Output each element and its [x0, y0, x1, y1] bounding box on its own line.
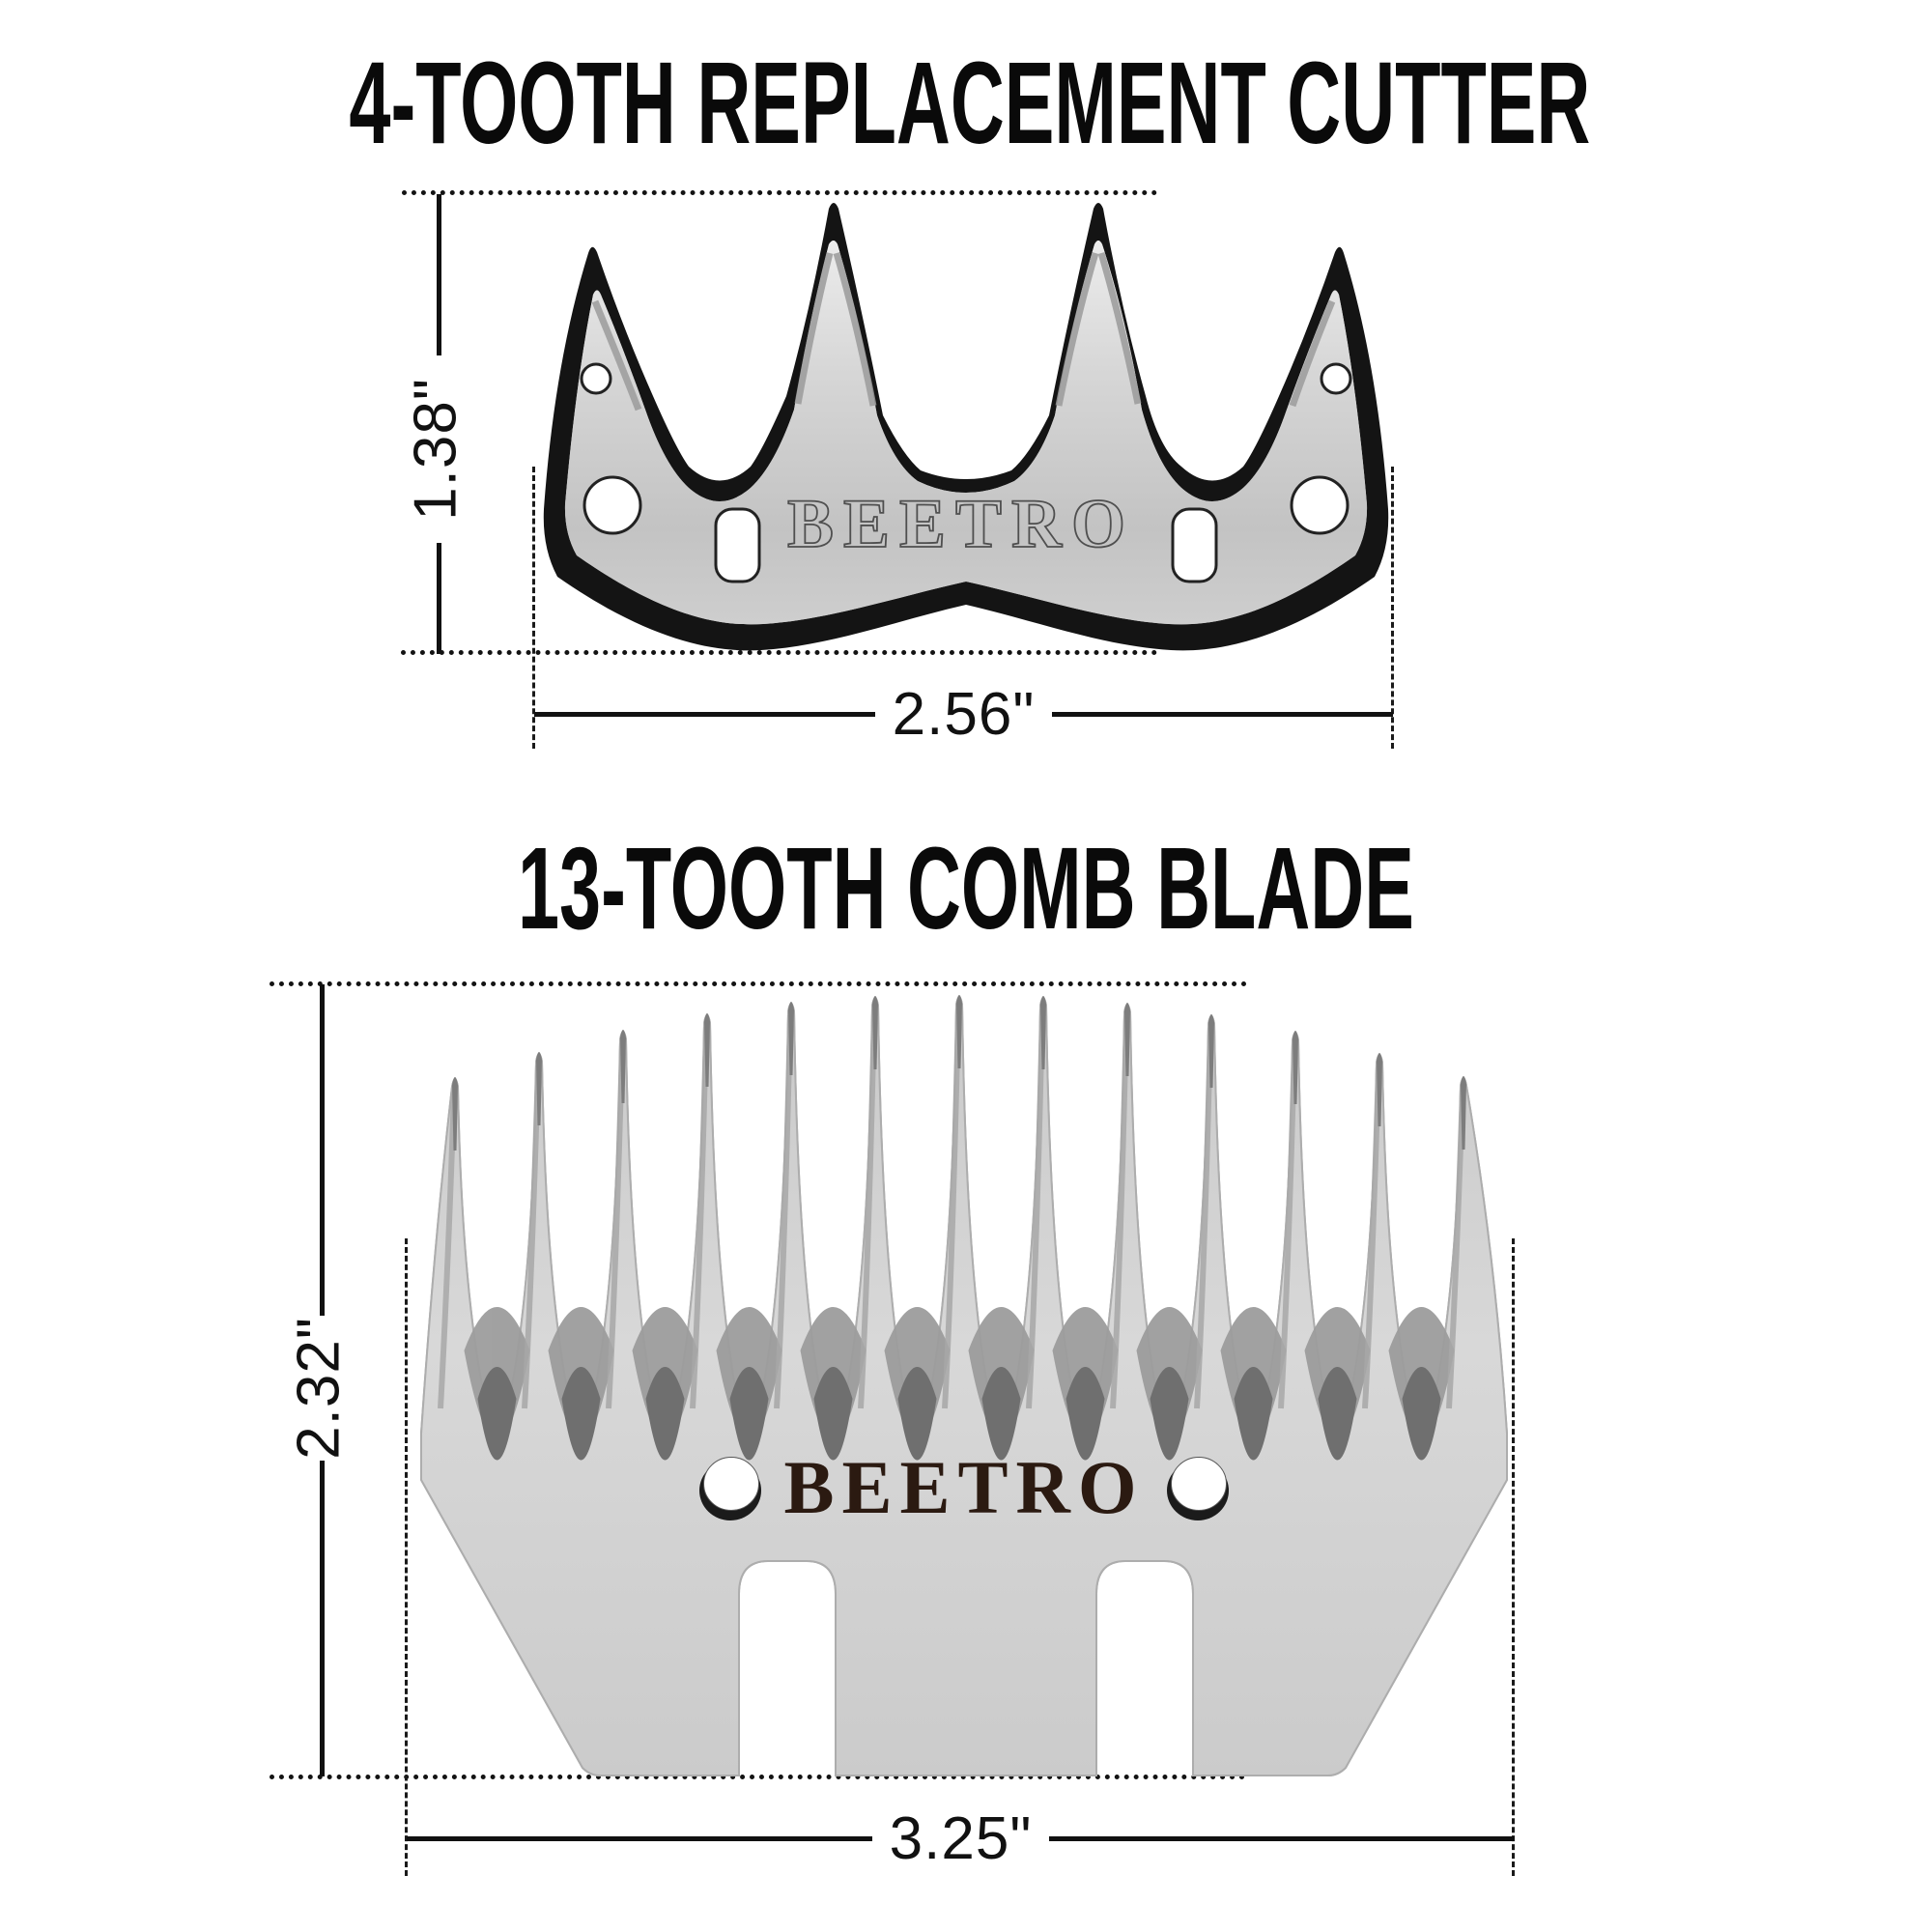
comb-tooth-tips — [452, 995, 1466, 1151]
cutter-pivot-hole-left — [582, 475, 642, 535]
comb-height-dimension-line-bottom — [320, 1461, 325, 1776]
cutter-width-dimension-bar-right — [1052, 711, 1393, 717]
comb-width-dimension-bar-left — [407, 1835, 872, 1841]
comb-width-extension-line-left — [405, 1238, 408, 1876]
comb-valley-shading — [464, 1307, 1455, 1461]
comb-title-text: 13-TOOTH COMB BLADE — [518, 822, 1414, 953]
cutter-height-dimension-line-bottom — [437, 543, 441, 654]
cutter-brand-engraving: BEETRO — [787, 485, 1135, 562]
cutter-pivot-hole-right — [1290, 475, 1350, 535]
cutter-blade-illustration: BEETRO — [543, 203, 1389, 651]
cutter-tooth-hole-right — [1320, 362, 1352, 395]
comb-blade-illustration: BEETRO — [420, 995, 1508, 1776]
cutter-title-text: 4-TOOTH REPLACEMENT CUTTER — [349, 37, 1591, 168]
comb-brand-logo: BEETRO — [783, 1445, 1144, 1529]
cutter-height-dimension-line-top — [437, 194, 441, 355]
cutter-section-title: 4-TOOTH REPLACEMENT CUTTER — [0, 44, 1932, 161]
comb-hole-left — [703, 1457, 759, 1511]
cutter-slot-hole-left — [714, 507, 761, 583]
cutter-width-extension-line-right — [1391, 467, 1394, 749]
cutter-tooth-bevels — [591, 252, 1336, 412]
comb-section-title: 13-TOOTH COMB BLADE — [0, 830, 1932, 947]
comb-bottom-reference-dotted-line — [270, 1775, 1245, 1779]
cutter-width-dimension-bar-left — [534, 711, 875, 717]
comb-height-dimension-line-top — [320, 984, 325, 1316]
comb-screw-holes — [699, 1457, 1229, 1520]
comb-tooth-flank-shading — [438, 1008, 1465, 1409]
comb-width-dimension: 3.25" — [407, 1804, 1515, 1872]
cutter-width-dimension-label: 2.56" — [892, 680, 1036, 748]
cutter-top-reference-dotted-line — [402, 190, 1157, 195]
comb-hole-right — [1171, 1457, 1227, 1511]
cutter-height-dimension-label: 1.38" — [402, 378, 469, 521]
cutter-tooth-hole-left — [580, 362, 612, 395]
cutter-holes — [580, 362, 1352, 583]
comb-width-dimension-label: 3.25" — [889, 1804, 1033, 1872]
cutter-slot-hole-right — [1171, 507, 1218, 583]
cutter-width-dimension: 2.56" — [534, 680, 1393, 748]
comb-width-dimension-bar-right — [1049, 1835, 1515, 1841]
cutter-width-extension-line-left — [532, 467, 535, 749]
comb-top-reference-dotted-line — [270, 981, 1247, 986]
comb-width-extension-line-right — [1512, 1238, 1515, 1876]
comb-height-dimension-label: 2.32" — [285, 1317, 353, 1460]
cutter-bottom-reference-dotted-line — [401, 650, 1157, 655]
